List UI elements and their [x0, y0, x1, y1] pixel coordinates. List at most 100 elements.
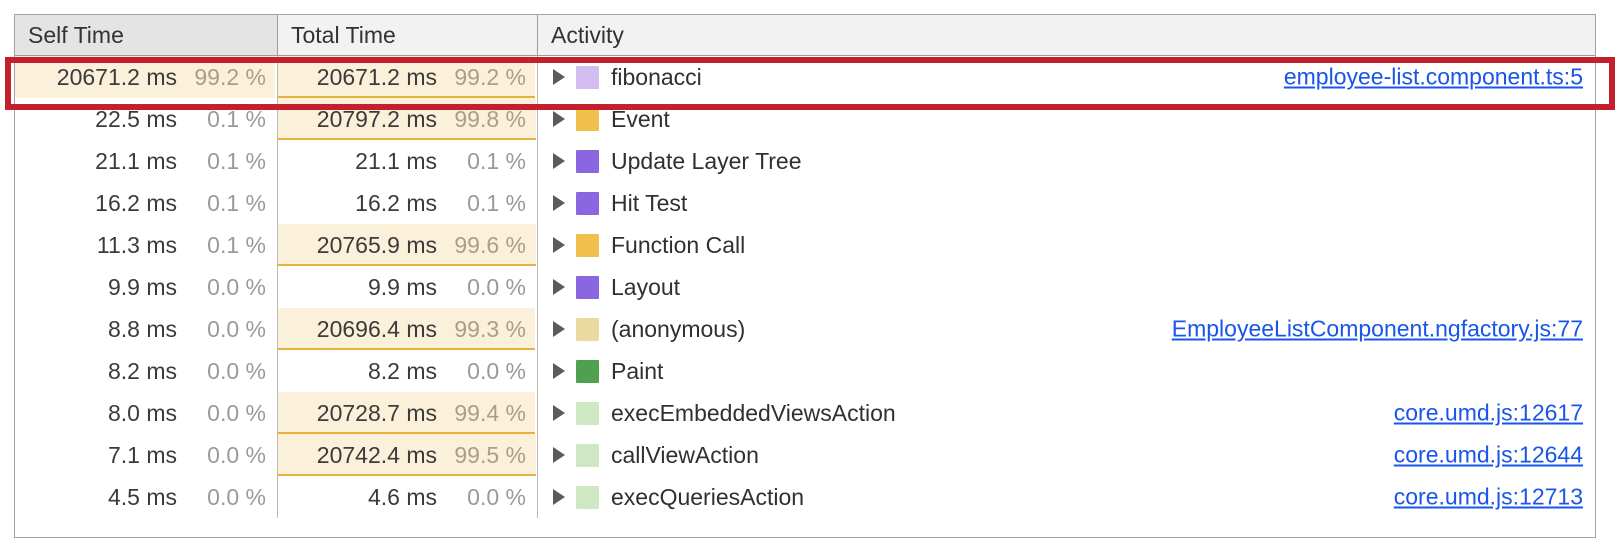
expand-triangle-icon[interactable]: [549, 476, 569, 518]
expand-triangle-icon[interactable]: [549, 56, 569, 98]
cell-self-time[interactable]: 8.8 ms0.0 %: [15, 308, 278, 350]
expand-triangle-icon[interactable]: [549, 140, 569, 182]
cell-self-time[interactable]: 11.3 ms0.1 %: [15, 224, 278, 266]
table-row[interactable]: 9.9 ms0.0 %9.9 ms0.0 %Layout: [15, 266, 1595, 308]
scripting-category-swatch: [576, 402, 599, 425]
table-row[interactable]: 4.5 ms0.0 % 4.6 ms0.0 % execQueriesAction c…: [15, 476, 1595, 518]
cell-activity[interactable]: Layout: [538, 266, 1595, 308]
table-header-row: Self Time Total Time Activity: [15, 15, 1595, 56]
expand-triangle-icon[interactable]: [549, 98, 569, 140]
cell-self-time[interactable]: 4.5 ms0.0 %: [15, 476, 278, 518]
source-location-link[interactable]: core.umd.js:12713: [1394, 484, 1583, 511]
table-row[interactable]: 8.2 ms0.0 %8.2 ms0.0 %Paint: [15, 350, 1595, 392]
scripting-category-swatch: [576, 108, 599, 131]
table-row[interactable]: 8.0 ms0.0 %20728.7 ms99.4 %execEmbeddedV…: [15, 392, 1595, 434]
table-row[interactable]: 7.1 ms0.0 % 20742.4 ms 99.5 % callViewActio…: [15, 434, 1595, 476]
expand-triangle-icon[interactable]: [549, 350, 569, 392]
numeric-value-group: 7.1 ms0.0 %: [108, 442, 277, 469]
cell-total-time[interactable]: 20671.2 ms99.2 %: [278, 56, 538, 98]
cell-activity[interactable]: Event: [538, 98, 1595, 140]
expand-triangle-icon[interactable]: [549, 392, 569, 434]
cell-activity[interactable]: fibonacciemployee-list.component.ts:5: [538, 56, 1595, 98]
bottom-up-table: Self Time Total Time Activity 20671.2 ms…: [14, 14, 1596, 538]
table-row[interactable]: 22.5 ms0.1 % 20797.2 ms 99.8 % Event: [15, 98, 1595, 140]
cell-self-time[interactable]: 16.2 ms0.1 %: [15, 182, 278, 224]
cell-activity[interactable]: Hit Test: [538, 182, 1595, 224]
total-time-ms: 21.1 ms: [355, 148, 437, 175]
self-time-percent: 99.2 %: [190, 64, 266, 91]
rendering-category-swatch: [576, 192, 599, 215]
self-time-percent: 0.0 %: [190, 358, 266, 385]
column-header-self-time[interactable]: Self Time: [15, 15, 278, 55]
self-time-percent: 0.1 %: [190, 190, 266, 217]
self-time-ms: 8.2 ms: [108, 358, 177, 385]
self-time-percent: 0.1 %: [190, 106, 266, 133]
source-location-link[interactable]: core.umd.js:12644: [1394, 442, 1583, 469]
cell-total-time[interactable]: 20696.4 ms99.3 %: [278, 308, 538, 350]
cell-activity[interactable]: Update Layer Tree: [538, 140, 1595, 182]
scripting-category-swatch: [576, 486, 599, 509]
source-location-link[interactable]: EmployeeListComponent.ngfactory.js:77: [1172, 316, 1583, 343]
table-row[interactable]: 11.3 ms0.1 % 20765.9 ms99.6 %Function Cal…: [15, 224, 1595, 266]
total-time-percent: 99.5 %: [450, 442, 526, 469]
numeric-value-group: 9.9 ms0.0 %: [108, 274, 277, 301]
cell-total-time[interactable]: 9.9 ms0.0 %: [278, 266, 538, 308]
cell-activity[interactable]: (anonymous)EmployeeListComponent.ngfacto…: [538, 308, 1595, 350]
cell-total-time[interactable]: 8.2 ms0.0 %: [278, 350, 538, 392]
total-time-percent: 0.0 %: [450, 484, 526, 511]
total-time-percent: 0.0 %: [450, 274, 526, 301]
total-time-ms: 20797.2 ms: [317, 106, 437, 133]
cell-total-time[interactable]: 20728.7 ms99.4 %: [278, 392, 538, 434]
table-body: 20671.2 ms99.2 %20671.2 ms99.2 %fibonacc…: [15, 56, 1595, 518]
cell-self-time[interactable]: 8.2 ms 0.0 %: [15, 350, 278, 392]
cell-total-time[interactable]: 16.2 ms0.1 %: [278, 182, 538, 224]
numeric-value-group: 16.2 ms0.1 %: [95, 190, 277, 217]
column-header-activity-label: Activity: [551, 22, 624, 49]
numeric-value-group: 4.6 ms0.0 %: [368, 484, 537, 511]
total-time-percent: 99.8 %: [450, 106, 526, 133]
cell-total-time[interactable]: 20797.2 ms 99.8 %: [278, 98, 538, 140]
numeric-value-group: 20765.9 ms99.6 %: [317, 232, 537, 259]
numeric-value-group: 8.0 ms0.0 %: [108, 400, 277, 427]
activity-name: Layout: [611, 274, 680, 301]
numeric-value-group: 11.3 ms0.1 %: [97, 232, 277, 259]
numeric-value-group: 20696.4 ms99.3 %: [317, 316, 537, 343]
expand-triangle-icon[interactable]: [549, 224, 569, 266]
cell-self-time[interactable]: 20671.2 ms99.2 %: [15, 56, 278, 98]
source-location-link[interactable]: core.umd.js:12617: [1394, 400, 1583, 427]
table-row[interactable]: 8.8 ms0.0 % 20696.4 ms99.3 %(anonymous)Em…: [15, 308, 1595, 350]
column-header-self-time-label: Self Time: [28, 22, 124, 49]
cell-total-time[interactable]: 20765.9 ms99.6 %: [278, 224, 538, 266]
cell-self-time[interactable]: 7.1 ms0.0 %: [15, 434, 278, 476]
table-row[interactable]: 16.2 ms0.1 %16.2 ms0.1 %Hit Test: [15, 182, 1595, 224]
cell-self-time[interactable]: 22.5 ms0.1 %: [15, 98, 278, 140]
expand-triangle-icon[interactable]: [549, 434, 569, 476]
rendering-category-swatch: [576, 276, 599, 299]
table-row[interactable]: 21.1 ms0.1 %21.1 ms0.1 %Update Layer Tre…: [15, 140, 1595, 182]
table-row[interactable]: 20671.2 ms99.2 %20671.2 ms99.2 %fibonacc…: [15, 56, 1595, 98]
total-time-ms: 20742.4 ms: [317, 442, 437, 469]
expand-triangle-icon[interactable]: [549, 182, 569, 224]
cell-total-time[interactable]: 4.6 ms0.0 %: [278, 476, 538, 518]
total-time-percent: 0.0 %: [450, 358, 526, 385]
activity-name: execQueriesAction: [611, 484, 804, 511]
cell-activity[interactable]: Function Call: [538, 224, 1595, 266]
cell-activity[interactable]: callViewActioncore.umd.js:12644: [538, 434, 1595, 476]
column-header-activity[interactable]: Activity: [538, 15, 1595, 55]
expand-triangle-icon[interactable]: [549, 266, 569, 308]
cell-activity[interactable]: execQueriesAction core.umd.js:12713: [538, 476, 1595, 518]
cell-self-time[interactable]: 8.0 ms0.0 %: [15, 392, 278, 434]
column-header-total-time[interactable]: Total Time: [278, 15, 538, 55]
expand-triangle-icon[interactable]: [549, 308, 569, 350]
numeric-value-group: 16.2 ms0.1 %: [355, 190, 537, 217]
cell-total-time[interactable]: 21.1 ms0.1 %: [278, 140, 538, 182]
numeric-value-group: 8.2 ms 0.0 %: [108, 358, 277, 385]
self-time-ms: 9.9 ms: [108, 274, 177, 301]
self-time-percent: 0.0 %: [190, 484, 266, 511]
cell-self-time[interactable]: 21.1 ms0.1 %: [15, 140, 278, 182]
cell-total-time[interactable]: 20742.4 ms 99.5 %: [278, 434, 538, 476]
cell-self-time[interactable]: 9.9 ms0.0 %: [15, 266, 278, 308]
cell-activity[interactable]: execEmbeddedViewsActioncore.umd.js:12617: [538, 392, 1595, 434]
cell-activity[interactable]: Paint: [538, 350, 1595, 392]
source-location-link[interactable]: employee-list.component.ts:5: [1284, 64, 1583, 91]
